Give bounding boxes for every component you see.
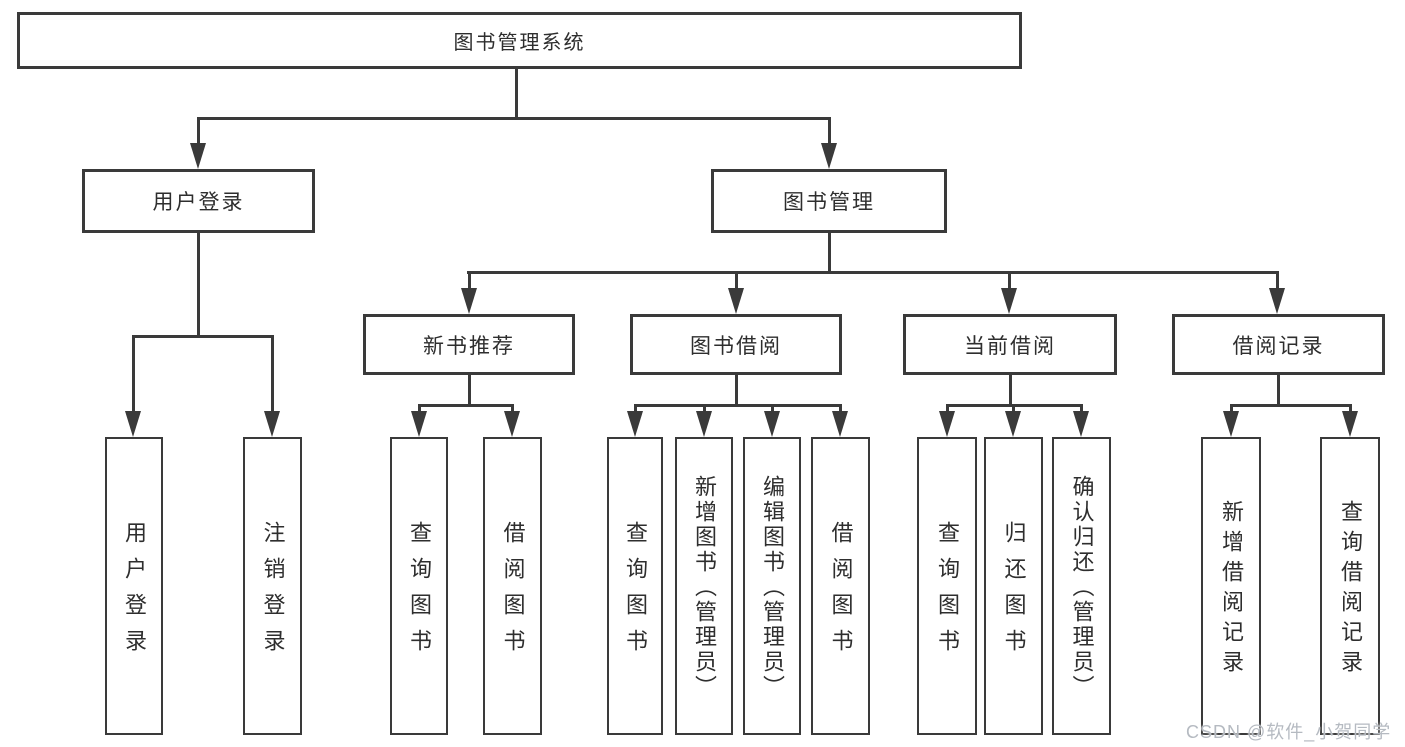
node-label-add-books-admin: 新增图书（管理员）: [692, 475, 717, 700]
connector-line: [131, 335, 135, 413]
node-label-return-books: 归还图书: [1001, 521, 1027, 665]
connector-line: [467, 271, 471, 290]
connector-line: [1229, 404, 1352, 407]
connector-line: [417, 404, 421, 413]
arrowhead-down-icon: [938, 411, 955, 437]
arrowhead-down-icon: [1004, 411, 1021, 437]
arrowhead-down-icon: [503, 411, 520, 437]
node-label-current-borrowing: 当前借阅: [964, 334, 1056, 358]
connector-line: [196, 117, 831, 120]
node-label-user-login-action: 用户登录: [122, 521, 147, 665]
arrowhead-down-icon: [189, 143, 206, 169]
arrowhead-down-icon: [124, 411, 141, 437]
connector-line: [1276, 375, 1280, 407]
node-box-query-books-recommend: 查询图书: [390, 437, 448, 735]
node-label-library-management-system: 图书管理系统: [453, 32, 586, 54]
connector-line: [734, 271, 738, 290]
connector-line: [417, 404, 514, 407]
node-label-query-books-current: 查询图书: [935, 521, 960, 665]
node-label-borrowing-records: 借阅记录: [1232, 334, 1325, 358]
node-box-current-borrowing: 当前借阅: [903, 314, 1117, 375]
connector-line: [633, 404, 637, 413]
arrowhead-down-icon: [695, 411, 712, 437]
node-label-book-management: 图书管理: [783, 191, 875, 214]
connector-line: [838, 404, 842, 413]
node-box-query-borrowing-record: 查询借阅记录: [1320, 437, 1380, 735]
node-box-user-login: 用户登录: [82, 169, 315, 233]
connector-line: [1011, 404, 1015, 413]
connector-line: [196, 233, 200, 338]
node-box-logout-action: 注销登录: [243, 437, 302, 735]
node-label-logout-action: 注销登录: [260, 521, 286, 665]
node-label-query-books-borrowing: 查询图书: [623, 521, 648, 665]
node-box-return-books: 归还图书: [984, 437, 1043, 735]
connector-line: [466, 271, 1279, 274]
connector-line: [827, 233, 831, 274]
arrowhead-down-icon: [1268, 288, 1285, 314]
connector-line: [734, 375, 738, 407]
connector-line: [514, 69, 518, 120]
connector-line: [467, 375, 471, 407]
node-box-user-login-action: 用户登录: [105, 437, 163, 735]
arrowhead-down-icon: [1000, 288, 1017, 314]
arrowhead-down-icon: [727, 288, 744, 314]
connector-line: [702, 404, 706, 413]
node-label-book-borrowing: 图书借阅: [690, 334, 782, 358]
node-box-add-borrowing-record: 新增借阅记录: [1201, 437, 1261, 735]
node-label-add-borrowing-record: 新增借阅记录: [1219, 500, 1244, 680]
connector-line: [827, 117, 831, 145]
csdn-watermark: CSDN @软件_小贺同学: [1186, 722, 1392, 742]
node-box-edit-books-admin: 编辑图书（管理员）: [743, 437, 801, 735]
arrowhead-down-icon: [820, 143, 837, 169]
connector-line: [131, 335, 274, 338]
connector-line: [1229, 404, 1233, 413]
node-box-query-books-current: 查询图书: [917, 437, 977, 735]
arrowhead-down-icon: [763, 411, 780, 437]
arrowhead-down-icon: [1072, 411, 1089, 437]
connector-line: [633, 404, 842, 407]
node-label-query-borrowing-record: 查询借阅记录: [1338, 500, 1363, 680]
node-box-book-borrowing: 图书借阅: [630, 314, 842, 375]
node-label-query-books-recommend: 查询图书: [407, 521, 432, 665]
node-box-query-books-borrowing: 查询图书: [607, 437, 663, 735]
connector-line: [1348, 404, 1352, 413]
node-box-book-management: 图书管理: [711, 169, 947, 233]
node-box-borrowing-records: 借阅记录: [1172, 314, 1385, 375]
node-box-borrow-books-borrowing: 借阅图书: [811, 437, 870, 735]
node-box-add-books-admin: 新增图书（管理员）: [675, 437, 733, 735]
arrowhead-down-icon: [1222, 411, 1239, 437]
node-box-borrow-books-recommend: 借阅图书: [483, 437, 542, 735]
arrowhead-down-icon: [831, 411, 848, 437]
node-box-confirm-return-admin: 确认归还（管理员）: [1052, 437, 1111, 735]
node-label-confirm-return-admin: 确认归还（管理员）: [1069, 475, 1095, 700]
connector-line: [1008, 375, 1012, 407]
node-box-new-book-recommendation: 新书推荐: [363, 314, 575, 375]
arrowhead-down-icon: [1341, 411, 1358, 437]
arrowhead-down-icon: [460, 288, 477, 314]
node-label-edit-books-admin: 编辑图书（管理员）: [760, 475, 785, 700]
connector-line: [1275, 271, 1279, 290]
connector-line: [510, 404, 514, 413]
connector-line: [770, 404, 774, 413]
connector-line: [945, 404, 949, 413]
connector-line: [1079, 404, 1083, 413]
node-label-new-book-recommendation: 新书推荐: [423, 334, 515, 358]
node-label-user-login: 用户登录: [152, 191, 245, 214]
node-box-library-management-system: 图书管理系统: [17, 12, 1022, 69]
node-label-borrow-books-recommend: 借阅图书: [500, 521, 526, 665]
arrowhead-down-icon: [410, 411, 427, 437]
connector-line: [196, 117, 200, 145]
arrowhead-down-icon: [626, 411, 643, 437]
connector-line: [1007, 271, 1011, 290]
node-label-borrow-books-borrowing: 借阅图书: [828, 521, 854, 665]
arrowhead-down-icon: [263, 411, 280, 437]
connector-line: [270, 335, 274, 413]
